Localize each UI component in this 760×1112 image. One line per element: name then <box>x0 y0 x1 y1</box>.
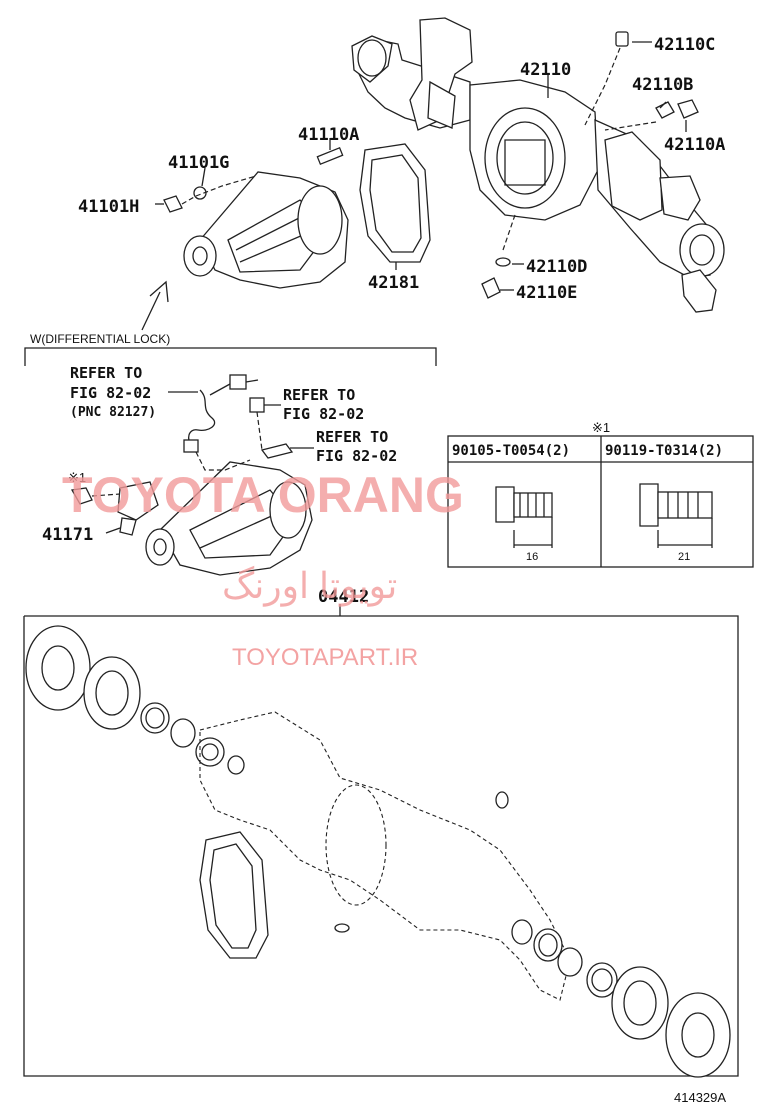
label-41101H: 41101H <box>78 197 139 217</box>
gasket-kit-box <box>23 604 739 1077</box>
table-col1-dim: 16 <box>526 551 538 563</box>
diff-lock-carrier-drawing <box>70 374 313 576</box>
ref3-line1: REFER TO <box>316 428 388 446</box>
section-bracket <box>24 347 437 366</box>
section-arrow <box>141 291 161 331</box>
gasket-kit-drawing <box>25 625 731 1078</box>
label-42110E: 42110E <box>516 283 577 303</box>
ref2-line2: FIG 82-02 <box>283 405 364 423</box>
note-mark: ※1 <box>68 470 86 485</box>
bolt-table <box>447 435 754 568</box>
table-col2-header: 90119-T0314(2) <box>605 443 723 459</box>
label-42110B: 42110B <box>632 75 693 95</box>
section-title: W(DIFFERENTIAL LOCK) <box>30 332 170 346</box>
ref1-line1: REFER TO <box>70 364 142 382</box>
gasket-42181-drawing <box>359 143 431 263</box>
table-mark: ※1 <box>592 420 610 435</box>
figure-code: 414329A <box>674 1090 726 1105</box>
ref1-line3: (PNC 82127) <box>70 405 156 420</box>
watermark-persian: تویوتا اورنگ <box>222 565 397 607</box>
label-42181: 42181 <box>368 273 419 293</box>
axle-housing-drawing <box>351 17 725 313</box>
table-col2-dim: 21 <box>678 551 690 563</box>
table-col1-header: 90105-T0054(2) <box>452 443 570 459</box>
watermark-brand: TOYOTA ORANG <box>62 467 464 523</box>
label-42110A: 42110A <box>664 135 725 155</box>
watermark-site: TOYOTAPART.IR <box>232 644 418 671</box>
label-41171: 41171 <box>42 525 93 545</box>
label-41101G: 41101G <box>168 153 229 173</box>
differential-carrier-drawing <box>163 146 349 289</box>
ref2-line1: REFER TO <box>283 386 355 404</box>
ref1-line2: FIG 82-02 <box>70 384 151 402</box>
ref3-line2: FIG 82-02 <box>316 447 397 465</box>
leader-lines <box>105 41 687 534</box>
label-04412: 04412 <box>318 587 369 607</box>
label-42110: 42110 <box>520 60 571 80</box>
label-42110C: 42110C <box>654 35 715 55</box>
label-41110A: 41110A <box>298 125 359 145</box>
label-42110D: 42110D <box>526 257 587 277</box>
